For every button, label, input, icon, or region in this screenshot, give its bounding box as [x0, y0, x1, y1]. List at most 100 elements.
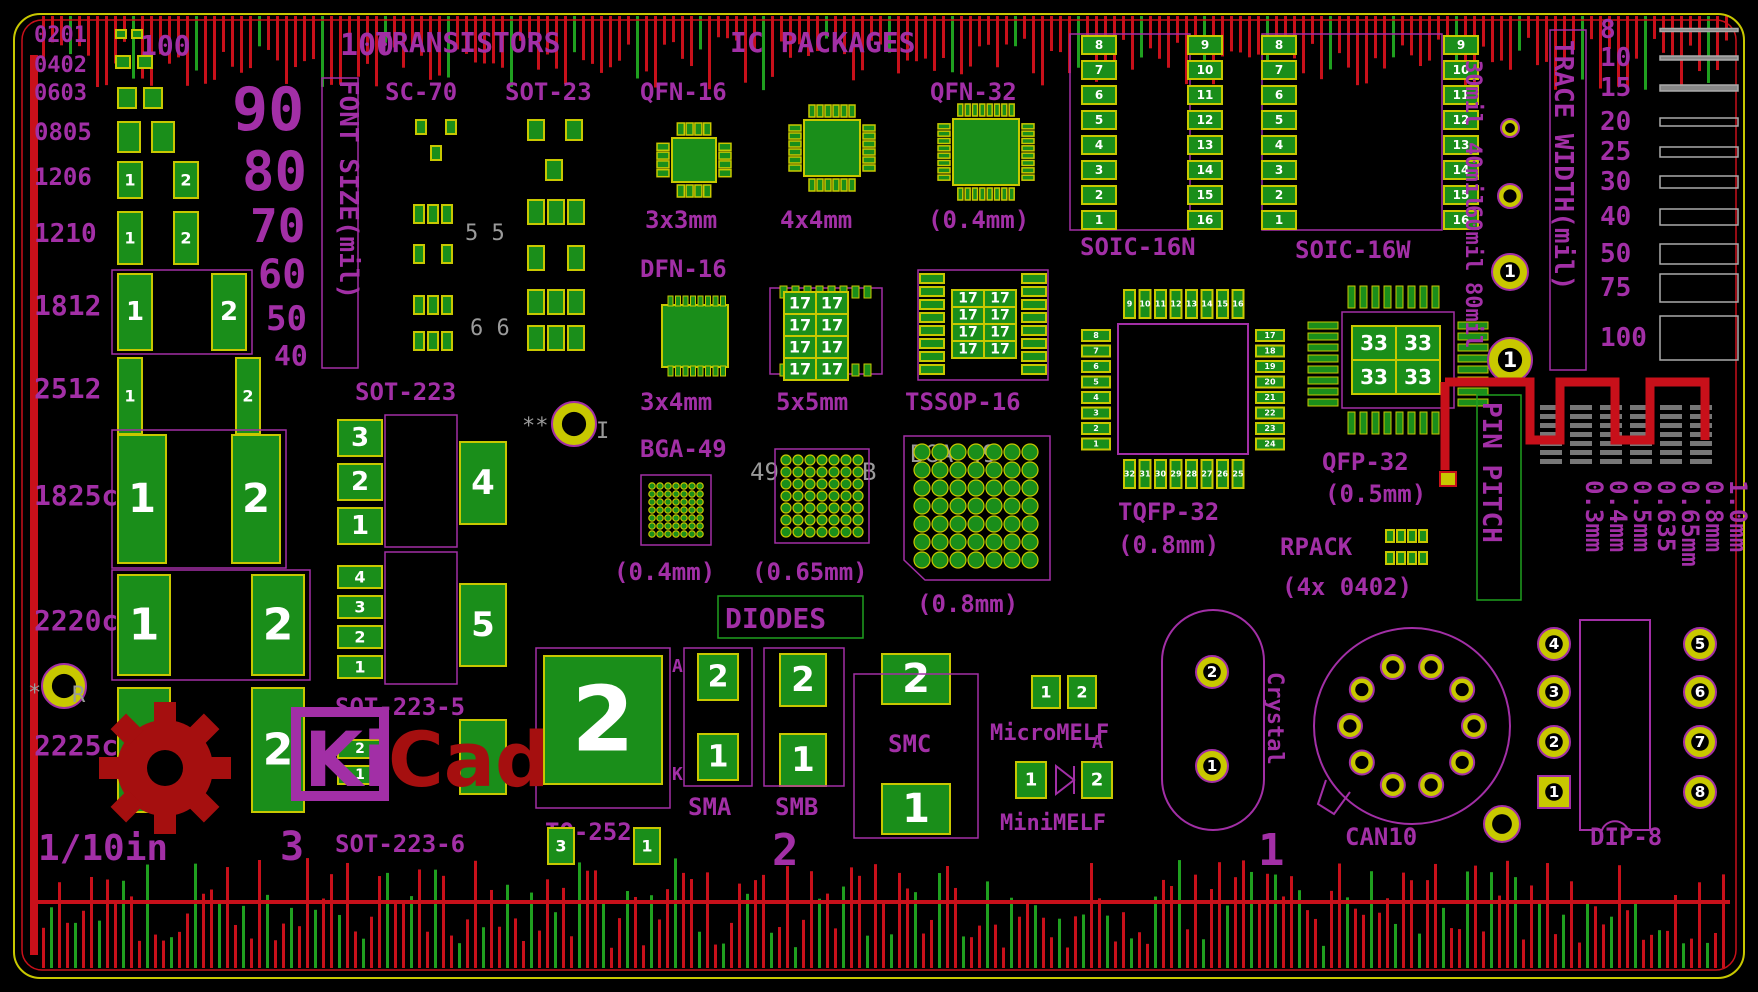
- pad-number: 1: [1093, 440, 1099, 449]
- q-ref-text: **: [522, 414, 549, 439]
- minimelf-pad: [1081, 761, 1113, 799]
- bga49b-ball: [804, 502, 816, 514]
- rpack-pad: [1385, 551, 1395, 565]
- sot223-tab: [459, 441, 507, 525]
- drill-hole: [1545, 733, 1563, 751]
- bga49a-ball: [656, 514, 664, 522]
- comb-trace: [627, 16, 630, 45]
- pad-number: 2: [1275, 188, 1283, 202]
- bga49a-ball: [672, 514, 680, 522]
- qfp32-pad: [1307, 365, 1339, 374]
- comb-trace: [922, 933, 925, 968]
- qfp32-pitch: (0.5mm): [1325, 480, 1426, 508]
- comb-trace: [522, 941, 525, 968]
- qfn32-pad: [1001, 187, 1008, 201]
- bga49b-ball: [840, 466, 852, 478]
- pad-number: 15: [1197, 188, 1214, 202]
- qfn-mid-epad: [815, 357, 849, 381]
- can10-label: CAN10: [1345, 823, 1417, 851]
- comb-trace: [162, 940, 165, 968]
- bga49a-ball: [648, 530, 656, 538]
- comb-trace: [1653, 16, 1656, 39]
- qfp32-pad: [1359, 411, 1368, 435]
- comb-trace: [1122, 912, 1125, 968]
- comb-trace: [879, 16, 882, 45]
- bga49a-ball: [656, 522, 664, 530]
- minimelf-pad: [1015, 761, 1047, 799]
- sot236-pad: [547, 325, 565, 351]
- comb-trace: [234, 924, 237, 968]
- pad-2220: [251, 574, 305, 676]
- comb-trace: [466, 919, 469, 968]
- bga49c-ball: [1003, 551, 1021, 569]
- ic-packages-heading: IC PACKAGES: [730, 26, 915, 59]
- pad-number: 11: [1453, 88, 1470, 102]
- soic16n-pad: [1081, 35, 1117, 55]
- micromelf-pad: [1031, 675, 1061, 709]
- bga49b-ref: 49: [750, 458, 779, 486]
- drill-hole: [1424, 660, 1438, 674]
- pad-number: 5: [471, 605, 495, 645]
- comb-trace: [306, 858, 309, 968]
- pin-pitch-pad: [1630, 459, 1652, 464]
- bga49b-ball: [828, 478, 840, 490]
- copper-keepout-outline: [21, 19, 1737, 971]
- comb-trace: [330, 874, 333, 968]
- soic16w-pad: [1261, 210, 1297, 230]
- comb-trace: [267, 16, 270, 50]
- dfn16-body: [661, 304, 729, 368]
- comb-trace: [1642, 939, 1645, 968]
- kicad-cad-text: Cad: [388, 715, 549, 804]
- comb-trace: [58, 882, 61, 968]
- pad-number: 2: [220, 297, 238, 327]
- qfn32-pad: [937, 167, 951, 174]
- comb-trace: [888, 16, 891, 53]
- bga49c-ball: [1021, 443, 1039, 461]
- bga49c-ball: [967, 461, 985, 479]
- bga49b-ball: [804, 490, 816, 502]
- bga49a-ball: [688, 490, 696, 498]
- tqfp32-pad: [1138, 289, 1152, 319]
- trace-width-sample: [1659, 315, 1739, 361]
- dfn16-pad: [675, 365, 681, 377]
- comb-trace: [1563, 16, 1566, 59]
- comb-trace: [357, 16, 360, 77]
- trace-width-sample: [1659, 117, 1739, 127]
- comb-trace: [114, 16, 117, 64]
- pad-number: 15: [1453, 188, 1470, 202]
- sot235-pad: [441, 244, 453, 264]
- trace-width-value: 100: [1600, 323, 1647, 353]
- comb-trace: [954, 887, 957, 968]
- soic16n-pad: [1187, 135, 1223, 155]
- pad-number: 26: [1217, 470, 1229, 479]
- bga49b-ball: [780, 514, 792, 526]
- comb-trace: [1275, 16, 1278, 47]
- qfn32-pad: [957, 187, 964, 201]
- soic16w-pad: [1443, 185, 1479, 205]
- qfp32-pad: [1347, 285, 1356, 309]
- bga49b-ball: [804, 454, 816, 466]
- qfp32-pad: [1359, 285, 1368, 309]
- bga49c-ball: [1003, 443, 1021, 461]
- comb-trace: [564, 16, 567, 85]
- pad-number: 17: [958, 342, 977, 358]
- comb-trace: [1266, 873, 1269, 968]
- comb-trace: [818, 898, 821, 968]
- pad-number: 2: [572, 668, 635, 773]
- trace-width-sample: [1659, 27, 1739, 33]
- sot2236-tab: [459, 719, 507, 795]
- micromelf-pad: [1067, 675, 1097, 709]
- bga49b-ball: [840, 502, 852, 514]
- comb-trace: [798, 16, 801, 45]
- comb-trace: [554, 912, 557, 968]
- comb-trace: [1282, 896, 1285, 968]
- chip-size-label: 1825c: [34, 479, 118, 512]
- comb-trace: [42, 927, 45, 968]
- soic16n-pad: [1081, 85, 1117, 105]
- comb-trace: [969, 16, 972, 67]
- pad-number: 17: [821, 294, 843, 313]
- comb-trace: [690, 879, 693, 968]
